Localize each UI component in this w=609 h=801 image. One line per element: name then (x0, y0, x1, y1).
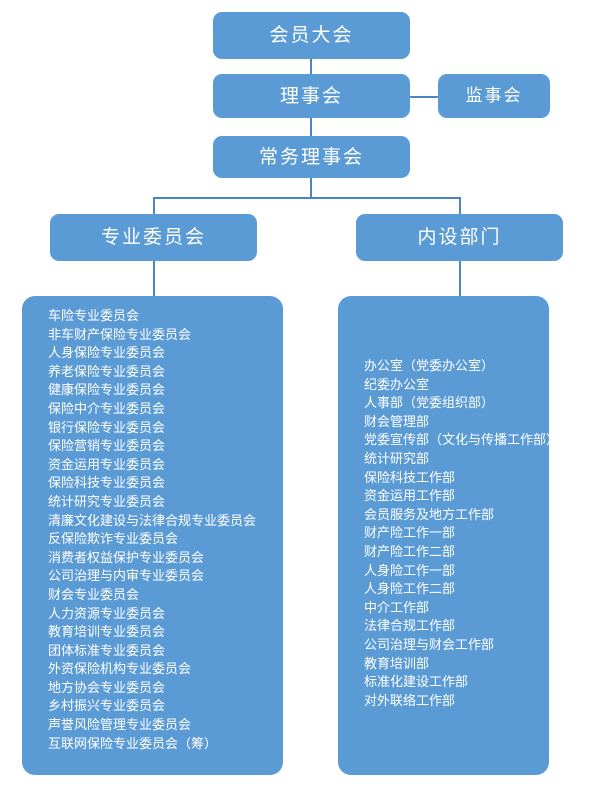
node-general-assembly-label: 会员大会 (269, 24, 354, 46)
list-item[interactable]: 教育培训专业委员会 (48, 625, 166, 641)
connector-bus-to-committees (153, 197, 155, 214)
list-item[interactable]: 对外联络工作部 (364, 693, 456, 709)
connector-committees-to-panel (153, 261, 155, 296)
list-item[interactable]: 统计研究专业委员会 (48, 494, 166, 510)
list-item[interactable]: 党委宣传部（文化与传播工作部） (364, 433, 549, 449)
list-item[interactable]: 保险科技专业委员会 (48, 476, 166, 492)
list-item[interactable]: 健康保险专业委员会 (48, 383, 166, 399)
panel-professional-committees: 车险专业委员会非车财产保险专业委员会人身保险专业委员会养老保险专业委员会健康保险… (22, 296, 283, 775)
list-item[interactable]: 财会专业委员会 (48, 587, 140, 603)
list-item[interactable]: 财会管理部 (364, 414, 430, 430)
list-item[interactable]: 法律合规工作部 (364, 619, 456, 635)
list-item[interactable]: 外资保险机构专业委员会 (48, 662, 192, 678)
node-council[interactable]: 理事会 (213, 74, 410, 118)
node-general-assembly[interactable]: 会员大会 (213, 12, 410, 59)
list-item[interactable]: 纪委办公室 (364, 377, 430, 393)
node-professional-committees-label: 专业委员会 (100, 226, 206, 248)
node-standing-council[interactable]: 常务理事会 (213, 136, 410, 178)
list-item[interactable]: 办公室（党委办公室） (364, 359, 495, 374)
node-board-of-supervisors-label: 监事会 (465, 85, 523, 106)
list-item[interactable]: 清廉文化建设与法律合规专业委员会 (48, 513, 257, 529)
list-item[interactable]: 人力资源专业委员会 (48, 606, 166, 622)
list-item[interactable]: 人身保险专业委员会 (48, 346, 166, 362)
connector-council-to-standing (310, 118, 312, 136)
list-item[interactable]: 地方协会专业委员会 (48, 680, 166, 696)
list-item[interactable]: 公司治理与财会工作部 (364, 637, 495, 653)
connector-branch-bus (153, 197, 461, 199)
panel-internal-departments: 办公室（党委办公室） 纪委办公室人事部（党委组织部） 财会管理部党委宣传部（文化与传… (338, 296, 549, 775)
node-internal-departments-label: 内设部门 (417, 226, 502, 248)
list-item[interactable]: 银行保险专业委员会 (48, 420, 166, 436)
list-item[interactable]: 声誉风险管理专业委员会 (48, 718, 192, 734)
list-item[interactable]: 标准化建设工作部 (364, 675, 469, 691)
list-item[interactable]: 团体标准专业委员会 (48, 643, 166, 659)
list-item[interactable]: 人身险工作二部 (364, 582, 456, 598)
list-item[interactable]: 保险营销专业委员会 (48, 439, 166, 455)
list-item[interactable]: 非车财产保险专业委员会 (48, 327, 192, 343)
list-item[interactable]: 人事部（党委组织部） (364, 396, 495, 412)
list-item[interactable]: 车险专业委员会 (48, 309, 140, 324)
connector-standing-to-bus (310, 178, 312, 198)
list-item[interactable]: 统计研究部 (364, 451, 430, 467)
list-item[interactable]: 财产险工作二部 (364, 544, 456, 560)
list-item[interactable]: 保险中介专业委员会 (48, 401, 166, 417)
list-item[interactable]: 中介工作部 (364, 600, 430, 616)
node-standing-council-label: 常务理事会 (258, 145, 364, 168)
list-item[interactable]: 反保险欺诈专业委员会 (48, 532, 179, 548)
node-board-of-supervisors[interactable]: 监事会 (438, 74, 550, 118)
list-item[interactable]: 公司治理与内审专业委员会 (48, 569, 205, 585)
node-professional-committees[interactable]: 专业委员会 (50, 214, 257, 261)
internal-departments-list: 办公室（党委办公室） 纪委办公室人事部（党委组织部） 财会管理部党委宣传部（文化与传… (364, 358, 549, 711)
list-item[interactable]: 会员服务及地方工作部 (364, 507, 495, 523)
list-item[interactable]: 财产险工作一部 (364, 526, 456, 542)
connector-council-to-supervisors (410, 96, 438, 98)
connector-assembly-to-council (310, 59, 312, 76)
list-item[interactable]: 资金运用工作部 (364, 489, 456, 505)
connector-departments-to-panel (459, 261, 461, 296)
connector-bus-to-departments (459, 197, 461, 214)
list-item[interactable]: 消费者权益保护专业委员会 (48, 550, 205, 566)
node-internal-departments[interactable]: 内设部门 (356, 214, 563, 261)
list-item[interactable]: 养老保险专业委员会 (48, 364, 166, 380)
list-item[interactable]: 教育培训部 (364, 656, 430, 672)
list-item[interactable]: 互联网保险专业委员会（筹） (48, 736, 218, 752)
list-item[interactable]: 保险科技工作部 (364, 470, 456, 486)
node-council-label: 理事会 (279, 84, 343, 107)
list-item[interactable]: 资金运用专业委员会 (48, 457, 166, 473)
list-item[interactable]: 乡村振兴专业委员会 (48, 699, 166, 715)
professional-committees-list: 车险专业委员会非车财产保险专业委员会人身保险专业委员会养老保险专业委员会健康保险… (48, 308, 279, 754)
list-item[interactable]: 人身险工作一部 (364, 563, 456, 579)
